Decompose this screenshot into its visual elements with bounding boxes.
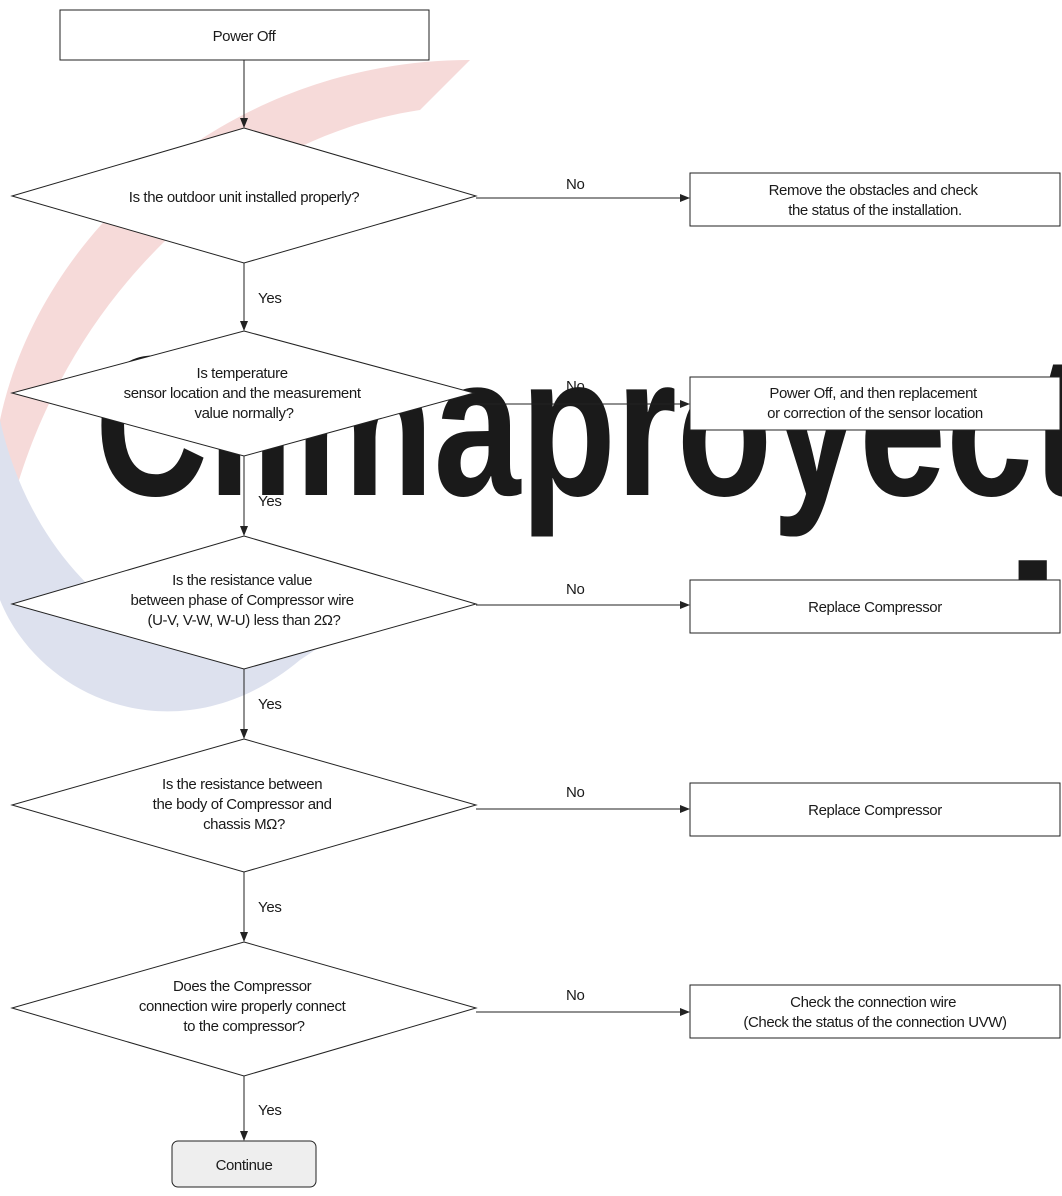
start-box: Power Off — [59, 9, 430, 61]
no-label-2: No — [566, 378, 585, 395]
decision-1-text: Is the outdoor unit installed properly? — [129, 189, 359, 206]
action-5-text: Check the connection wire (Check the sta… — [743, 994, 1007, 1031]
action-1-text: Remove the obstacles and check the statu… — [769, 182, 982, 219]
no-label-3: No — [566, 581, 585, 598]
no-connectors — [474, 194, 690, 1016]
yes-labels: Yes Yes Yes Yes Yes — [258, 290, 282, 1119]
watermark-ring-blue — [0, 420, 330, 712]
no-label-1: No — [566, 176, 585, 193]
no-labels: No No No No No — [566, 176, 585, 1004]
action-box-1: Remove the obstacles and check the statu… — [689, 172, 1061, 227]
yes-label-4: Yes — [258, 899, 282, 916]
end-terminal: Continue — [171, 1140, 317, 1188]
decision-3-text: Is the resistance value between phase of… — [131, 572, 358, 629]
decision-4: Is the resistance between the body of Co… — [10, 738, 478, 873]
yes-label-5: Yes — [258, 1102, 282, 1119]
no-label-4: No — [566, 784, 585, 801]
action-box-5: Check the connection wire (Check the sta… — [689, 984, 1061, 1039]
action-3-text: Replace Compressor — [808, 599, 942, 616]
yes-label-1: Yes — [258, 290, 282, 307]
decision-1: Is the outdoor unit installed properly? — [10, 127, 478, 264]
yes-label-3: Yes — [258, 696, 282, 713]
decision-5: Does the Compressor connection wire prop… — [10, 941, 478, 1077]
start-label: Power Off — [213, 28, 277, 45]
no-label-5: No — [566, 987, 585, 1004]
action-2-text: Power Off, and then replacement or corre… — [767, 385, 983, 422]
action-box-4: Replace Compressor — [689, 782, 1061, 837]
end-label: Continue — [216, 1157, 273, 1174]
yes-label-2: Yes — [258, 493, 282, 510]
decision-4-text: Is the resistance between the body of Co… — [153, 776, 336, 833]
action-box-3: Replace Compressor — [689, 579, 1061, 634]
action-4-text: Replace Compressor — [808, 802, 942, 819]
decision-2-text: Is temperature sensor location and the m… — [124, 365, 365, 422]
action-box-2: Power Off, and then replacement or corre… — [689, 376, 1061, 431]
decision-5-text: Does the Compressor connection wire prop… — [139, 978, 349, 1035]
decision-2: Is temperature sensor location and the m… — [10, 330, 476, 457]
